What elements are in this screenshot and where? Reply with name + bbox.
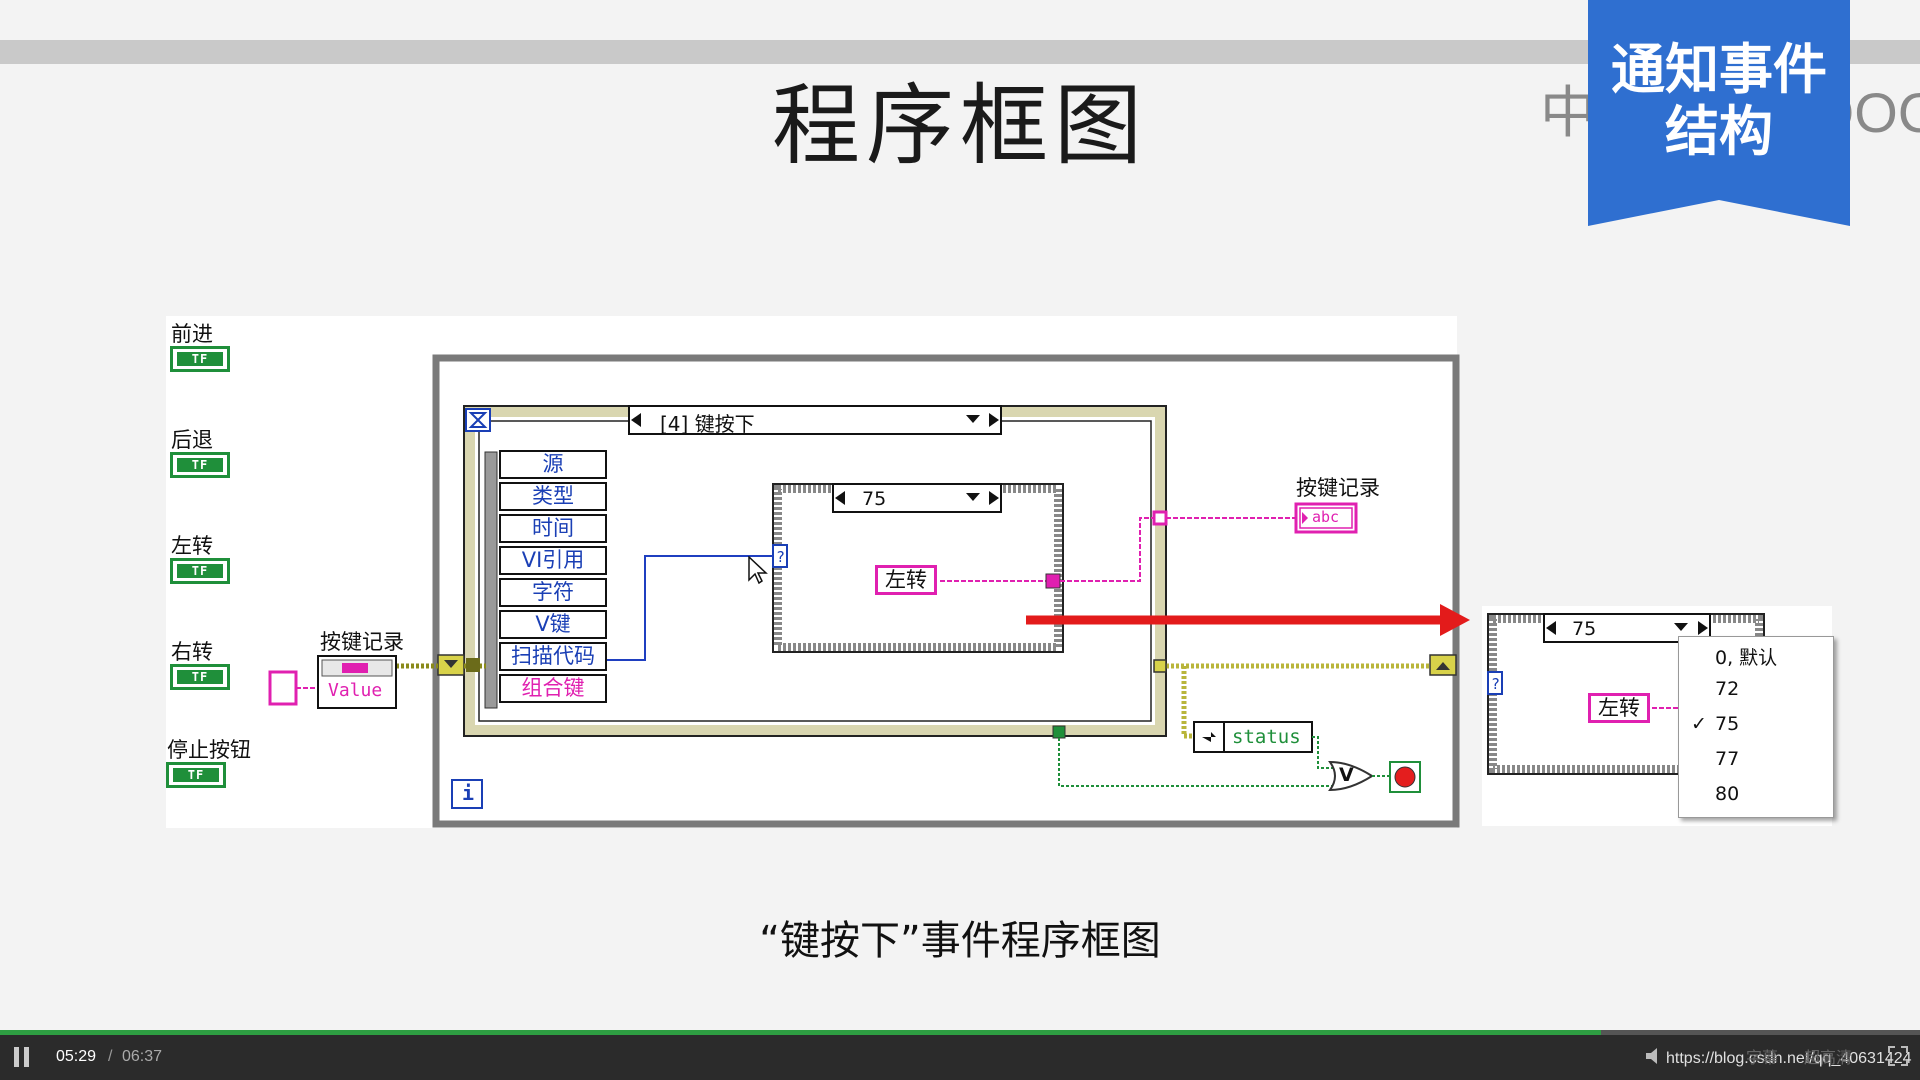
loop-iteration-label: i [462,781,475,805]
menu-item-72[interactable]: 72 [1715,678,1740,700]
case-selector-value[interactable]: 75 [862,488,887,510]
menu-item-77[interactable]: 77 [1715,748,1740,770]
current-time: 05:29 [56,1048,97,1065]
slide-title: 程序框图 [771,74,1148,177]
mouse-cursor-icon [748,555,768,590]
inset-canvas: ? [1487,613,1765,775]
bool-control-backward[interactable]: TF [170,452,230,478]
status-label: status [1232,726,1301,748]
bool-control-right[interactable]: TF [170,664,230,690]
control-label-stop: 停止按钮 [167,738,251,762]
key-record-indicator-type: abc [1312,508,1340,526]
event-field-time: 时间 [499,514,607,543]
slide-caption: “键按下”事件程序框图 [759,918,1161,964]
menu-item-80[interactable]: 80 [1715,783,1740,805]
event-case-selector[interactable]: [4] 键按下 [660,412,755,436]
progress-fill [0,1030,1602,1035]
event-field-source: 源 [499,450,607,479]
volume-icon[interactable] [1646,1046,1664,1070]
bool-control-forward[interactable]: TF [170,346,230,372]
quality-button[interactable]: 超高清 [1804,1050,1853,1067]
time-separator: / [108,1048,113,1065]
video-player-bar [0,1030,1920,1080]
case-constant-left: 左转 [875,565,937,595]
menu-item-default[interactable]: 0, 默认 [1715,647,1778,669]
control-label-backward: 后退 [171,428,213,452]
topic-badge: 通知事件 结构 [1588,0,1850,226]
event-field-modifiers: 组合键 [499,674,607,703]
checkmark-icon: ✓ [1691,713,1707,735]
inset-case-constant-left: 左转 [1588,693,1650,723]
subtitle-button[interactable]: 字幕 [1746,1050,1779,1067]
watermark-url: https://blog.csdn.net/qq_40631424 [1666,1050,1912,1067]
inset-case-selector-value[interactable]: 75 [1572,618,1597,640]
event-field-vkey: V键 [499,610,607,639]
key-record-indicator-label: 按键记录 [1296,476,1380,500]
or-gate-label: V [1339,764,1354,786]
total-time: 06:37 [122,1048,163,1065]
bool-control-stop[interactable]: TF [166,762,226,788]
event-field-char: 字符 [499,578,607,607]
badge-line2: 结构 [1665,100,1773,163]
pause-icon[interactable] [14,1047,30,1067]
event-field-type: 类型 [499,482,607,511]
svg-text:?: ? [1491,675,1500,693]
event-field-scan-code: 扫描代码 [499,642,607,671]
case-value-dropdown-menu: 0, 默认 72 ✓ 75 77 80 [1678,636,1834,818]
diagram-canvas: ? [268,354,1470,828]
svg-text:?: ? [776,548,785,566]
bool-control-left[interactable]: TF [170,558,230,584]
control-label-right: 右转 [171,640,213,664]
badge-line1: 通知事件 [1611,38,1827,101]
menu-item-75[interactable]: 75 [1715,713,1740,735]
event-field-vi-ref: VI引用 [499,546,607,575]
key-record-control-label: 按键记录 [320,630,404,654]
control-label-left: 左转 [171,534,213,558]
bundle-value-label: Value [328,680,383,701]
control-label-forward: 前进 [171,322,213,346]
fullscreen-icon[interactable] [1888,1046,1908,1070]
or-gate [1328,760,1374,792]
while-loop-frame [432,354,1460,828]
